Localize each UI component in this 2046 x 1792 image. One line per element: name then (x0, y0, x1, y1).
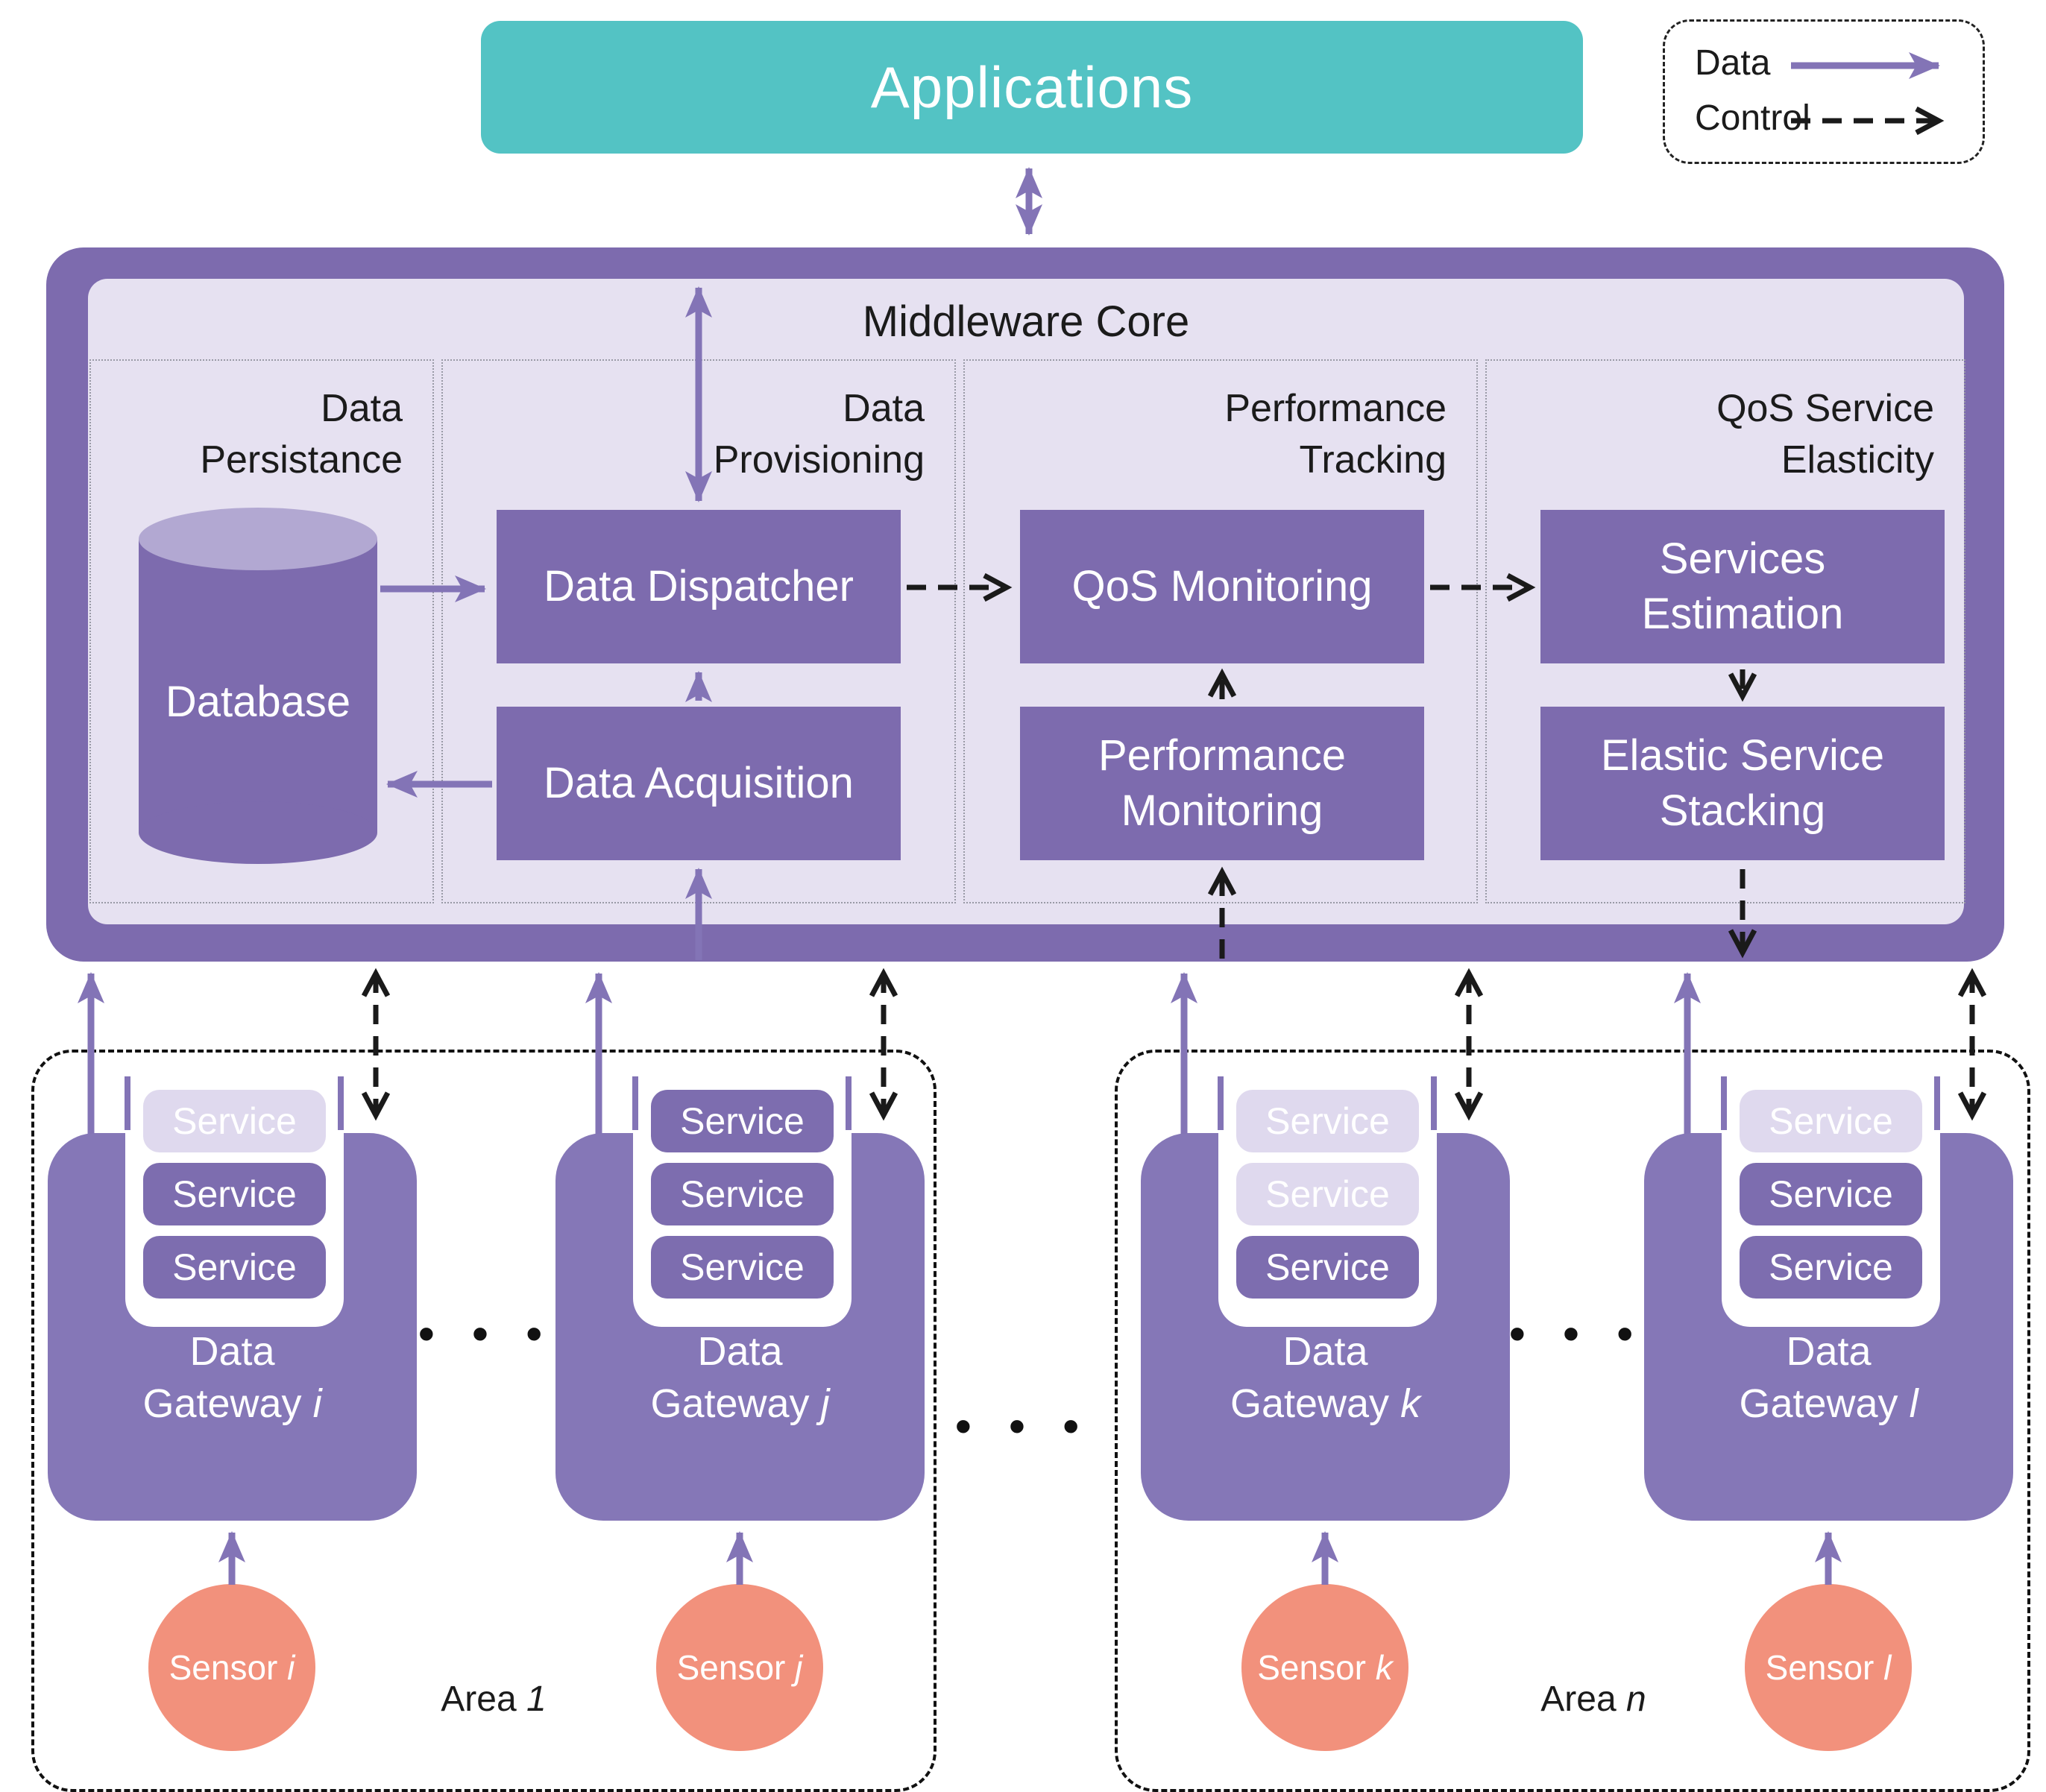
ellipsis-gateways-ij: • • • (418, 1307, 555, 1360)
data-gateway-j-label: Data Gateway j (650, 1329, 830, 1427)
section-performance-tracking-label: Performance Tracking (1224, 387, 1447, 482)
section-performance-tracking: Performance Tracking (963, 359, 1478, 903)
data-gateway-i-label: Data Gateway i (142, 1329, 322, 1427)
data-acquisition-box: Data Acquisition (497, 707, 901, 860)
applications-label: Applications (870, 54, 1194, 120)
applications-box: Applications (481, 21, 1583, 154)
section-data-provisioning-label: Data Provisioning (713, 387, 925, 482)
ellipsis-gateways-kl: • • • (1508, 1307, 1646, 1360)
service-pill: Service (143, 1090, 326, 1152)
section-data-persistance-label: Data Persistance (200, 387, 403, 482)
service-pill: Service (1236, 1090, 1419, 1152)
sensor-k: Sensor k (1241, 1584, 1408, 1751)
service-stack-gateway-j: Service Service Service (633, 1073, 852, 1327)
service-pill: Service (1236, 1163, 1419, 1225)
sensor-i: Sensor i (148, 1584, 315, 1751)
service-pill: Service (1236, 1236, 1419, 1299)
service-pill: Service (1740, 1163, 1922, 1225)
service-stack-gateway-k: Service Service Service (1218, 1073, 1437, 1327)
service-pill: Service (1740, 1090, 1922, 1152)
performance-monitoring-box: Performance Monitoring (1020, 707, 1424, 860)
service-stack-gateway-i: Service Service Service (125, 1073, 344, 1327)
data-gateway-l-label: Data Gateway l (1739, 1329, 1918, 1427)
service-pill: Service (651, 1236, 834, 1299)
sensor-l: Sensor l (1745, 1584, 1912, 1751)
service-pill: Service (1740, 1236, 1922, 1299)
ellipsis-areas: • • • (954, 1399, 1092, 1453)
data-gateway-k-label: Data Gateway k (1230, 1329, 1421, 1427)
legend-control-label: Control (1695, 98, 1810, 138)
area-n-label: Area n (1540, 1679, 1646, 1719)
sensor-j: Sensor j (656, 1584, 823, 1751)
services-estimation-box: Services Estimation (1540, 510, 1945, 663)
service-pill: Service (651, 1090, 834, 1152)
service-stack-gateway-l: Service Service Service (1722, 1073, 1940, 1327)
section-qos-service-elasticity-label: QoS Service Elasticity (1716, 387, 1934, 482)
qos-monitoring-box: QoS Monitoring (1020, 510, 1424, 663)
section-data-provisioning: Data Provisioning (441, 359, 956, 903)
elastic-service-stacking-box: Elastic Service Stacking (1540, 707, 1945, 860)
service-pill: Service (143, 1236, 326, 1299)
area-n-boundary (1115, 1050, 2030, 1792)
data-dispatcher-box: Data Dispatcher (497, 510, 901, 663)
service-pill: Service (651, 1163, 834, 1225)
area-1-label: Area 1 (441, 1679, 547, 1719)
data-gateway-j: Data Gateway j (555, 1133, 925, 1521)
database-label: Database (165, 678, 351, 726)
legend: Data Control (1663, 19, 1985, 164)
area-1-boundary (31, 1050, 937, 1792)
section-data-persistance: Data Persistance (89, 359, 434, 903)
section-qos-service-elasticity: QoS Service Elasticity (1485, 359, 1965, 903)
service-pill: Service (143, 1163, 326, 1225)
legend-data-label: Data (1695, 43, 1771, 83)
middleware-core-title: Middleware Core (862, 297, 1190, 346)
